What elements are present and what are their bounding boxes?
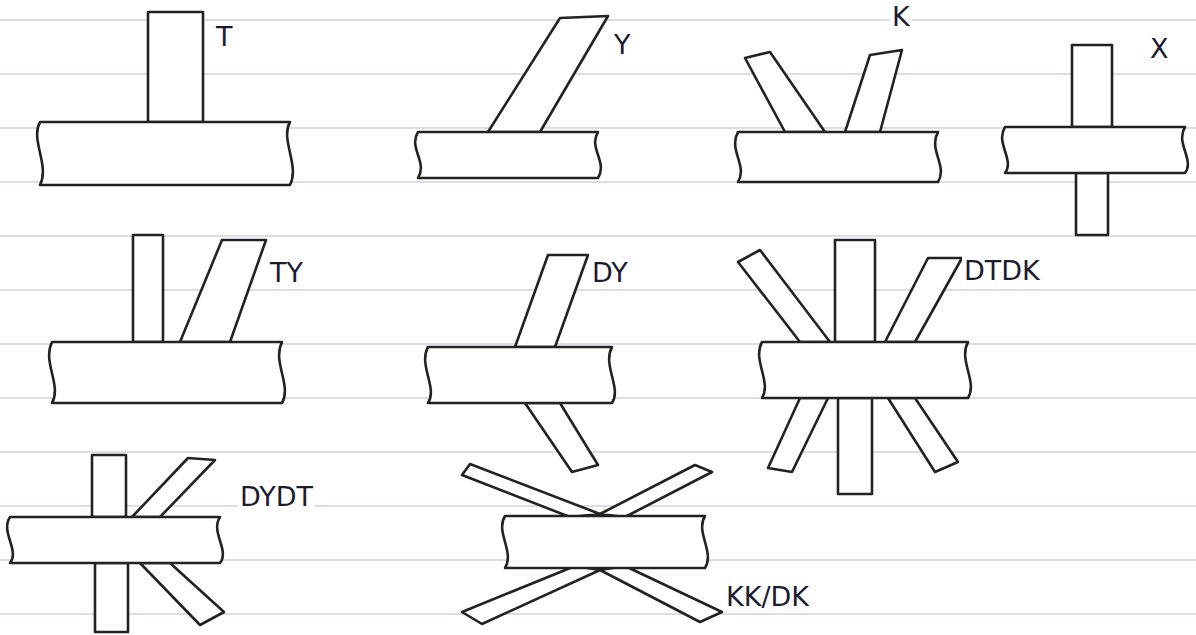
joint-type-label: Y <box>612 30 633 59</box>
joint-type-label: T <box>214 22 235 51</box>
joint-type-label: DYDT <box>238 482 315 511</box>
joint-type-label: TY <box>268 258 305 287</box>
joint-type-label: DY <box>590 258 630 287</box>
joint-type-label: DTDK <box>962 256 1042 285</box>
joint-type-label: X <box>1148 34 1171 63</box>
joint-type-label: KK/DK <box>724 582 811 611</box>
braces <box>92 12 1112 632</box>
joint-type-label: K <box>890 2 912 31</box>
chords <box>7 122 1188 568</box>
